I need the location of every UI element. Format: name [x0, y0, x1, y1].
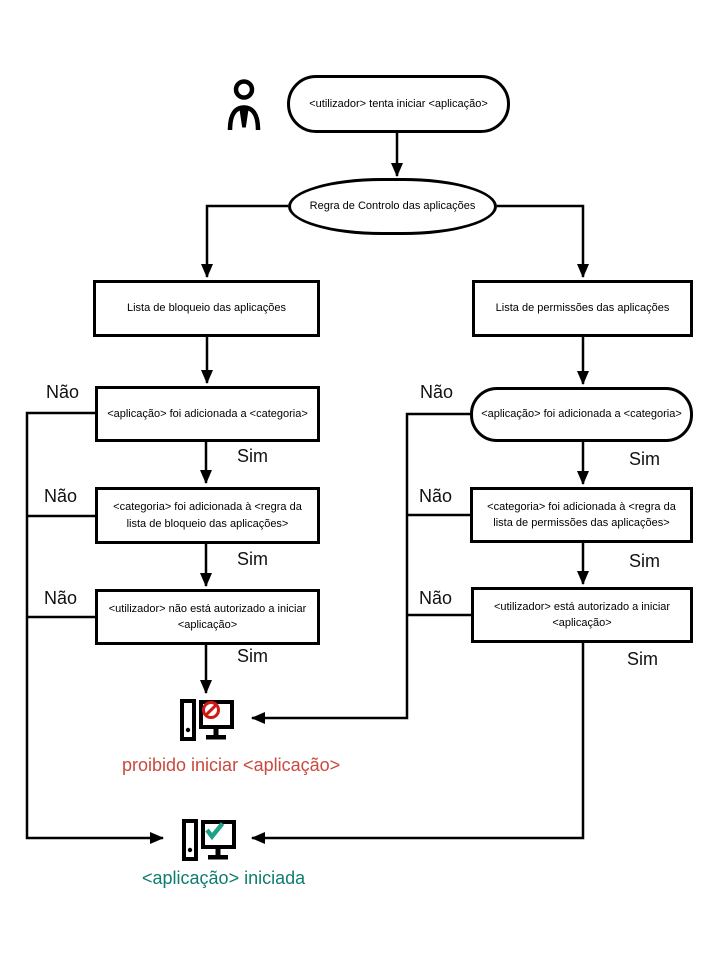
- node-rule-label: Regra de Controlo das aplicações: [309, 200, 476, 213]
- node-block-app-category: <aplicação> foi adicionada a <categoria>: [95, 386, 320, 442]
- node-allow-category-rule-label: <categoria> foi adicionada à <regra da l…: [487, 500, 676, 530]
- node-block-user-not-authorized-label: <utilizador> não está autorizado a inici…: [108, 602, 307, 632]
- label-sim-allow-2: Sim: [629, 551, 660, 571]
- label-sim-allow-3: Sim: [627, 649, 658, 669]
- prohibition-icon: [202, 701, 220, 719]
- computer-blocked-icon: [178, 697, 235, 745]
- node-block-app-category-label: <aplicação> foi adicionada a <categoria>: [107, 407, 308, 420]
- node-allow-user-authorized-label: <utilizador> está autorizado a iniciar <…: [493, 600, 671, 630]
- label-nao-block-2: Não: [44, 486, 78, 506]
- node-start-label: <utilizador> tenta iniciar <aplicação>: [309, 97, 488, 110]
- node-block-category-rule: <categoria> foi adicionada à <regra da l…: [95, 487, 320, 544]
- node-rule: Regra de Controlo das aplicações: [288, 178, 497, 235]
- node-start: <utilizador> tenta iniciar <aplicação>: [287, 75, 510, 133]
- node-block-list: Lista de bloqueio das aplicações: [93, 280, 320, 337]
- node-block-list-label: Lista de bloqueio das aplicações: [126, 302, 286, 315]
- node-allow-user-authorized: <utilizador> está autorizado a iniciar <…: [471, 587, 693, 643]
- outcome-blocked-label: proibido iniciar <aplicação>: [122, 755, 341, 775]
- label-nao-allow-3: Não: [419, 588, 453, 608]
- label-sim-block-1: Sim: [237, 446, 268, 466]
- label-nao-block-1: Não: [46, 382, 80, 402]
- node-block-category-rule-label: <categoria> foi adicionada à <regra da l…: [113, 501, 302, 530]
- checkmark-icon: [205, 822, 225, 841]
- label-sim-block-3: Sim: [237, 646, 268, 666]
- node-allow-app-category-label: <aplicação> foi adicionada a <categoria>: [481, 408, 682, 421]
- computer-started-icon: [180, 817, 237, 865]
- node-allow-category-rule: <categoria> foi adicionada à <regra da l…: [470, 487, 693, 543]
- label-nao-allow-2: Não: [419, 486, 453, 506]
- node-allow-app-category: <aplicação> foi adicionada a <categoria>: [470, 387, 693, 442]
- label-sim-block-2: Sim: [237, 549, 268, 569]
- node-block-user-not-authorized: <utilizador> não está autorizado a inici…: [95, 589, 320, 645]
- node-allow-list: Lista de permissões das aplicações: [472, 280, 693, 337]
- person-icon: [226, 79, 262, 131]
- label-sim-allow-1: Sim: [629, 449, 660, 469]
- node-allow-list-label: Lista de permissões das aplicações: [495, 302, 670, 315]
- label-nao-allow-1: Não: [420, 382, 454, 402]
- label-nao-block-3: Não: [44, 588, 78, 608]
- outcome-started-label: <aplicação> iniciada: [142, 868, 306, 888]
